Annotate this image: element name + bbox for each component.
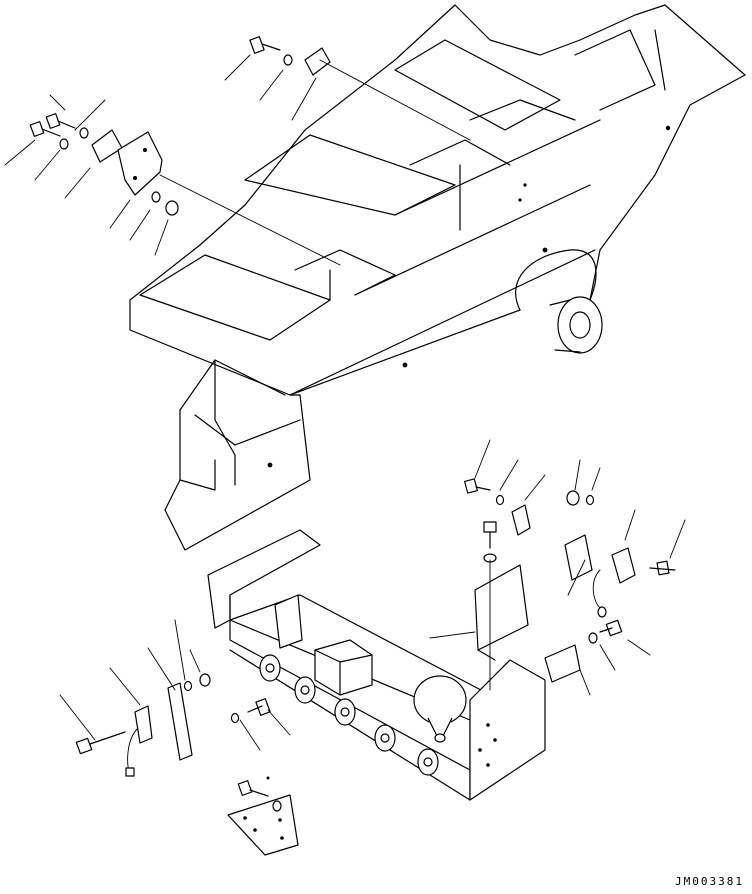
bolt — [75, 731, 126, 755]
bolt — [649, 560, 676, 576]
clamp — [304, 47, 331, 76]
lower-hardware — [75, 478, 676, 812]
frame — [129, 4, 746, 551]
connector-box — [314, 639, 373, 696]
nut — [165, 200, 179, 216]
bolt — [599, 619, 623, 637]
bolt — [45, 113, 76, 129]
washer — [183, 680, 193, 692]
bolt — [249, 36, 281, 54]
mounting-plate — [117, 131, 163, 196]
bolt — [29, 121, 61, 137]
washer — [230, 712, 240, 724]
clamp — [564, 534, 593, 581]
drawing-id-code: JM003381 — [675, 875, 744, 888]
clamp — [91, 129, 123, 163]
washer — [585, 494, 595, 506]
socket-row — [259, 654, 439, 776]
reflector-bracket — [227, 794, 299, 856]
washer — [588, 632, 598, 644]
top-left-hardware — [29, 36, 471, 266]
leader-lines — [4, 54, 686, 751]
washer — [79, 127, 89, 139]
washer — [59, 138, 69, 150]
washer — [272, 800, 282, 812]
washer — [495, 494, 505, 506]
clamp — [134, 705, 153, 744]
lamp — [413, 675, 467, 743]
bolt — [247, 698, 271, 716]
washer — [151, 191, 161, 203]
nut — [566, 490, 580, 506]
bolt — [483, 521, 497, 549]
bracket-assembly — [125, 504, 636, 856]
bolt — [237, 780, 269, 797]
washer — [283, 54, 293, 66]
clamp — [611, 547, 636, 584]
bolt — [464, 478, 491, 494]
nut — [199, 673, 211, 687]
